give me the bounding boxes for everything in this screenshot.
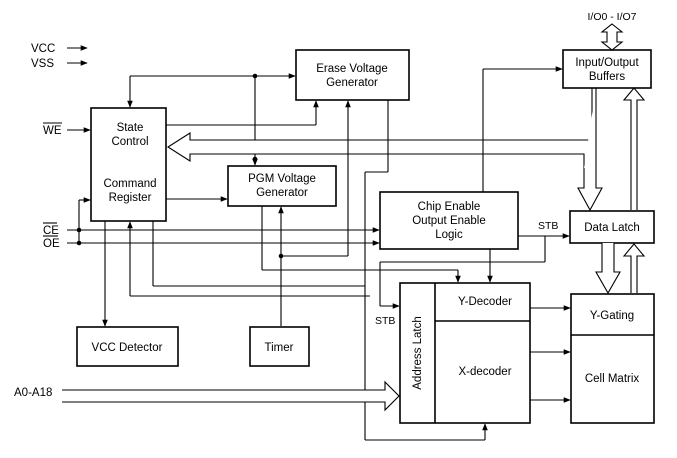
decoder-block	[399, 282, 531, 424]
cell-array-block	[570, 293, 655, 424]
x-decoder-label: X-decoder	[458, 366, 511, 378]
y-gating-label: Y-Gating	[590, 310, 634, 322]
io-label-2: Buffers	[589, 71, 625, 83]
vcc-label: VCC	[31, 43, 55, 55]
command-register-label-2: Register	[109, 192, 152, 204]
we-label: WE	[43, 125, 62, 137]
io-pins-arrow	[600, 23, 624, 51]
vcc-detector-block	[76, 326, 179, 367]
chip-enable-logic-block	[379, 191, 519, 250]
vss-label: VSS	[31, 58, 54, 70]
feedback-bus-arrow	[166, 131, 592, 168]
data-latch-label: Data Latch	[584, 222, 640, 234]
erase-label-2: Generator	[326, 77, 378, 89]
erase-voltage-generator-block	[295, 49, 410, 101]
stb-right-label: STB	[538, 220, 558, 232]
timer-label: Timer	[265, 342, 294, 354]
datalatch-to-ygating-bus	[595, 243, 621, 295]
pgm-voltage-generator-block	[227, 165, 337, 207]
address-bus-arrow	[62, 380, 400, 412]
datalatch-to-io-bus	[622, 87, 646, 210]
state-control-block	[90, 107, 167, 222]
pgm-label-2: Generator	[256, 187, 308, 199]
state-control-label-2: Control	[111, 136, 148, 148]
io-label-1: Input/Output	[575, 57, 639, 69]
address-latch-label: Address Latch	[412, 316, 424, 390]
io-to-datalatch-bus-1	[577, 88, 603, 212]
state-control-label-1: State	[117, 122, 144, 134]
chip-label-1: Chip Enable	[418, 201, 481, 213]
chip-label-2: Output Enable	[412, 215, 486, 227]
erase-label-1: Erase Voltage	[316, 63, 388, 75]
pgm-label-1: PGM Voltage	[248, 173, 316, 185]
y-decoder-label: Y-Decoder	[458, 296, 512, 308]
data-latch-block	[569, 210, 655, 244]
ce-label: CE	[43, 225, 59, 237]
chip-label-3: Logic	[435, 229, 463, 241]
ygating-to-datalatch-bus	[622, 243, 646, 293]
timer-block	[249, 326, 310, 367]
pgm-bus-junction	[252, 156, 258, 162]
address-bus-label: A0-A18	[14, 387, 52, 399]
io-buffers-block	[562, 49, 652, 89]
vcc-detector-label: VCC Detector	[92, 342, 163, 354]
stb-left-label: STB	[375, 315, 395, 327]
cell-matrix-label: Cell Matrix	[585, 373, 640, 385]
io-pins-label: I/O0 - I/O7	[587, 11, 636, 23]
oe-label: OE	[43, 238, 60, 250]
command-register-label-1: Command	[103, 178, 156, 190]
